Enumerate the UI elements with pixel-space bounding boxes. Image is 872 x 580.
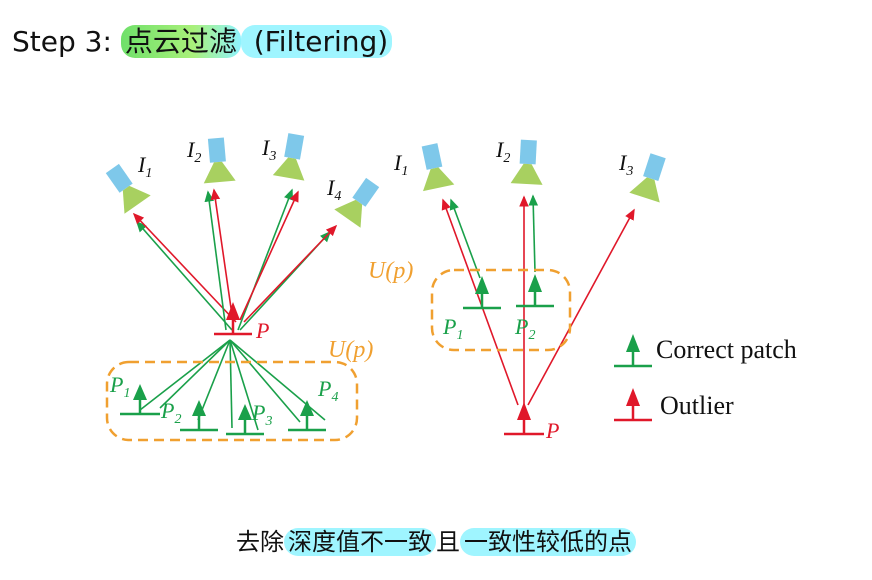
- right-u-label: U(p): [368, 258, 413, 284]
- left-patch-links: [139, 339, 326, 431]
- caption-highlight-1: 深度值不一致: [284, 528, 436, 556]
- right-camera-i1: [421, 143, 455, 192]
- left-p1-label: P1: [109, 372, 130, 401]
- left-label-i4: I4: [326, 175, 341, 204]
- caption-middle: 且: [436, 528, 460, 556]
- right-p1-label: P1: [442, 314, 463, 343]
- left-p3-label: P3: [251, 400, 272, 429]
- right-label-i3: I3: [618, 150, 633, 179]
- left-point-p: [214, 302, 252, 336]
- right-camera-i2: [510, 139, 543, 185]
- legend-outlier-symbol: [614, 388, 652, 422]
- right-point-p: [504, 402, 544, 436]
- left-camera-i3: [272, 133, 305, 181]
- left-patch-2: [180, 400, 218, 432]
- left-p4-label: P4: [317, 376, 338, 405]
- left-p-label: P: [255, 318, 269, 343]
- right-label-i2: I2: [495, 137, 510, 166]
- left-patch-3: [226, 404, 264, 436]
- caption-highlight-2: 一致性较低的点: [460, 528, 636, 556]
- caption-plain: 去除: [236, 528, 284, 556]
- left-u-label: U(p): [328, 337, 373, 363]
- right-green-rays: [449, 194, 539, 279]
- right-neighborhood-box: [430, 268, 572, 352]
- legend-outlier-label: Outlier: [660, 391, 734, 420]
- left-label-i3: I3: [261, 135, 276, 164]
- slide-title: Step 3: 点云过滤 (Filtering): [12, 20, 393, 60]
- left-rays: [132, 188, 338, 331]
- left-label-i2: I2: [186, 137, 201, 166]
- title-suffix: (Filtering): [240, 25, 393, 58]
- right-p2-label: P2: [514, 314, 535, 343]
- left-label-i1: I1: [137, 152, 152, 181]
- right-p-label: P: [545, 418, 559, 443]
- left-patch-1: [120, 384, 160, 416]
- title-highlight: 点云过滤: [120, 25, 241, 58]
- right-red-rays: [441, 195, 635, 406]
- left-camera-i1: [105, 163, 151, 214]
- legend-correct-symbol: [614, 334, 652, 368]
- left-camera-i4: [334, 177, 380, 228]
- slide-caption: 去除深度值不一致且一致性较低的点: [236, 522, 636, 557]
- left-patch-4: [288, 400, 326, 432]
- legend-correct-label: Correct patch: [656, 335, 797, 364]
- title-prefix: Step 3:: [12, 25, 121, 58]
- left-neighborhood-box: [105, 360, 359, 442]
- right-camera-i3: [629, 153, 666, 203]
- right-patch-2: [516, 274, 554, 308]
- left-camera-i2: [203, 137, 236, 184]
- right-patch-1: [463, 276, 501, 310]
- left-p2-label: P2: [160, 398, 181, 427]
- right-label-i1: I1: [393, 150, 408, 179]
